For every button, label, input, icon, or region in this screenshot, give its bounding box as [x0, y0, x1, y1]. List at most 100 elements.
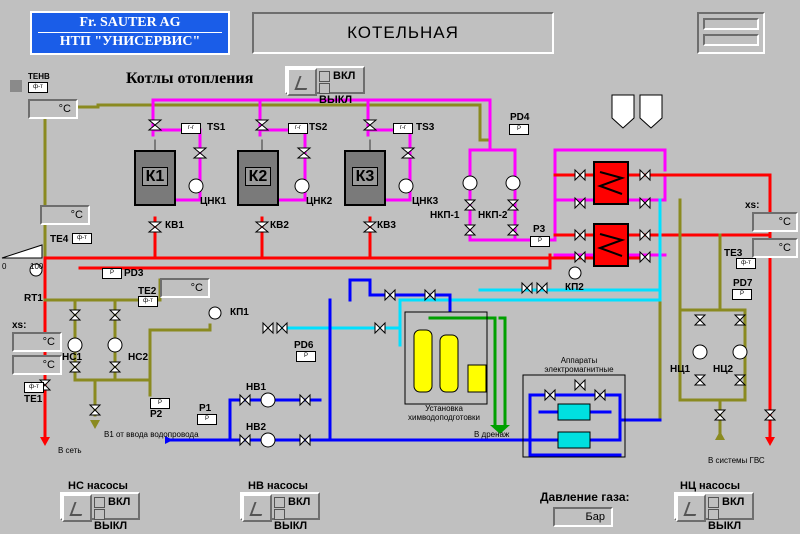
boiler-k3[interactable]: К3 — [344, 150, 386, 206]
pd6-label: PD6 — [294, 340, 314, 351]
ns-on-label: ВКЛ — [108, 496, 131, 508]
ts1-sensor-icon: г-г — [181, 123, 201, 134]
boilers-on-option[interactable]: ВКЛ — [319, 70, 355, 82]
pd3-label: PD3 — [124, 268, 144, 279]
ns-off-checkbox[interactable] — [94, 508, 105, 520]
logo-line2: НТП "УНИСЕРВИС" — [38, 32, 222, 51]
nv-off-checkbox[interactable] — [274, 508, 285, 520]
boilers-off-label: ВЫКЛ — [319, 94, 353, 106]
boilers-on-label: ВКЛ — [333, 70, 356, 82]
boiler-k2[interactable]: К2 — [237, 150, 279, 206]
nc-off-label: ВЫКЛ — [708, 520, 742, 532]
ts1-label: TS1 — [207, 122, 226, 133]
boilers-switch-icon[interactable] — [287, 68, 317, 96]
nc-pumps-control: ВКЛ ВЫКЛ — [674, 492, 754, 532]
p1-label: P1 — [199, 403, 212, 414]
tenv-label: ТЕНВ — [28, 72, 50, 81]
kp1-label: КП1 — [230, 307, 249, 318]
ns-pumps-control: ВКЛ ВЫКЛ — [60, 492, 140, 532]
nkp2-label: НКП-2 — [478, 210, 508, 221]
nv-off-label: ВЫКЛ — [274, 520, 308, 532]
water-treatment-note: Установка химводоподготовки — [407, 404, 481, 422]
cnk1-label: ЦНК1 — [200, 196, 227, 207]
gas-pressure-value: Бар — [553, 507, 613, 527]
boiler-k2-label: К2 — [244, 167, 272, 186]
tenv-sensor-icon: ф-т — [28, 82, 48, 93]
nc-on-checkbox[interactable] — [708, 496, 719, 508]
te2-label: TE2 — [138, 286, 157, 297]
to-net-note: В сеть — [58, 446, 82, 455]
scale-max-label: 100 — [30, 262, 44, 271]
cnk3-label: ЦНК3 — [412, 196, 439, 207]
boiler-k1-label: К1 — [141, 167, 169, 186]
nc1-label: НЦ1 — [670, 364, 691, 375]
xs-label-right: хs: — [745, 200, 760, 211]
boiler-k1[interactable]: К1 — [134, 150, 176, 206]
nc2-label: НЦ2 — [713, 364, 734, 375]
ts2-label: TS2 — [309, 122, 328, 133]
tenv-value: °C — [28, 99, 78, 119]
ns-on-option[interactable]: ВКЛ — [94, 496, 130, 508]
logo-line1: Fr. SAUTER AG — [79, 15, 181, 30]
nv-on-option[interactable]: ВКЛ — [274, 496, 310, 508]
ts3-label: TS3 — [416, 122, 435, 133]
ns-off-option[interactable]: ВЫКЛ — [94, 508, 138, 532]
nv-on-label: ВКЛ — [288, 496, 311, 508]
boilers-section-title: Котлы отопления — [126, 70, 254, 87]
cnk2-label: ЦНК2 — [306, 196, 333, 207]
scale-min-label: 0 — [2, 262, 7, 271]
boilers-on-checkbox[interactable] — [319, 70, 330, 82]
status-panel — [697, 12, 765, 54]
p1-sensor-icon: P — [197, 414, 217, 425]
pd4-sensor-icon: P — [509, 124, 529, 135]
nv-off-option[interactable]: ВЫКЛ — [274, 508, 318, 532]
kv1-label: КВ1 — [165, 220, 184, 231]
ns-on-checkbox[interactable] — [94, 496, 105, 508]
te3-value: °C — [752, 238, 798, 258]
pd3-sensor-icon: P — [102, 268, 122, 279]
te3-setpoint-value: °C — [752, 212, 798, 232]
nc-off-option[interactable]: ВЫКЛ — [708, 508, 752, 532]
p2-sensor-icon: P — [150, 398, 170, 409]
pd7-label: PD7 — [733, 278, 753, 289]
kv3-label: КВ3 — [377, 220, 396, 231]
to-gvs-note: В системы ГВС — [708, 456, 765, 465]
nv-pumps-title: НВ насосы — [248, 480, 308, 492]
xs-label-left: хs: — [12, 320, 27, 331]
kp2-label: КП2 — [565, 282, 584, 293]
nc-pumps-title: НЦ насосы — [680, 480, 741, 492]
ns-setpoint-value: °C — [12, 332, 62, 352]
ns-switch-icon[interactable] — [62, 494, 92, 522]
boilers-off-checkbox[interactable] — [319, 82, 330, 94]
pd6-sensor-icon: P — [296, 351, 316, 362]
nv-switch-icon[interactable] — [242, 494, 272, 522]
nv-pumps-control: ВКЛ ВЫКЛ — [240, 492, 320, 532]
nv-on-checkbox[interactable] — [274, 496, 285, 508]
to-drain-note: В дренаж — [474, 430, 510, 439]
kv2-label: КВ2 — [270, 220, 289, 231]
nkp1-label: НКП-1 — [430, 210, 460, 221]
te4-sensor-icon: ф-т — [72, 233, 92, 244]
gas-pressure-title: Давление газа: — [540, 490, 630, 504]
nc-switch-icon[interactable] — [676, 494, 706, 522]
boiler-k3-label: К3 — [351, 167, 379, 186]
ns1-label: НС1 — [62, 352, 83, 363]
nv1-label: НВ1 — [246, 382, 267, 393]
nc-off-checkbox[interactable] — [708, 508, 719, 520]
boilers-off-option[interactable]: ВЫКЛ — [319, 82, 363, 106]
te3-sensor-icon: ф-т — [736, 258, 756, 269]
te3-label: TE3 — [724, 248, 743, 259]
status-field-2 — [703, 34, 759, 46]
te2-value: °C — [160, 278, 210, 298]
ts3-sensor-icon: г-г — [393, 123, 413, 134]
pd7-sensor-icon: P — [732, 289, 752, 300]
p3-label: P3 — [533, 224, 546, 235]
boilers-control: ВКЛ ВЫКЛ — [285, 66, 365, 106]
window-title: КОТЕЛЬНАЯ — [252, 12, 554, 54]
nc-on-option[interactable]: ВКЛ — [708, 496, 744, 508]
p3-sensor-icon: P — [530, 236, 550, 247]
te4-label: TE4 — [50, 234, 69, 245]
ns2-label: НС2 — [128, 352, 149, 363]
ns-pumps-title: НС насосы — [68, 480, 128, 492]
